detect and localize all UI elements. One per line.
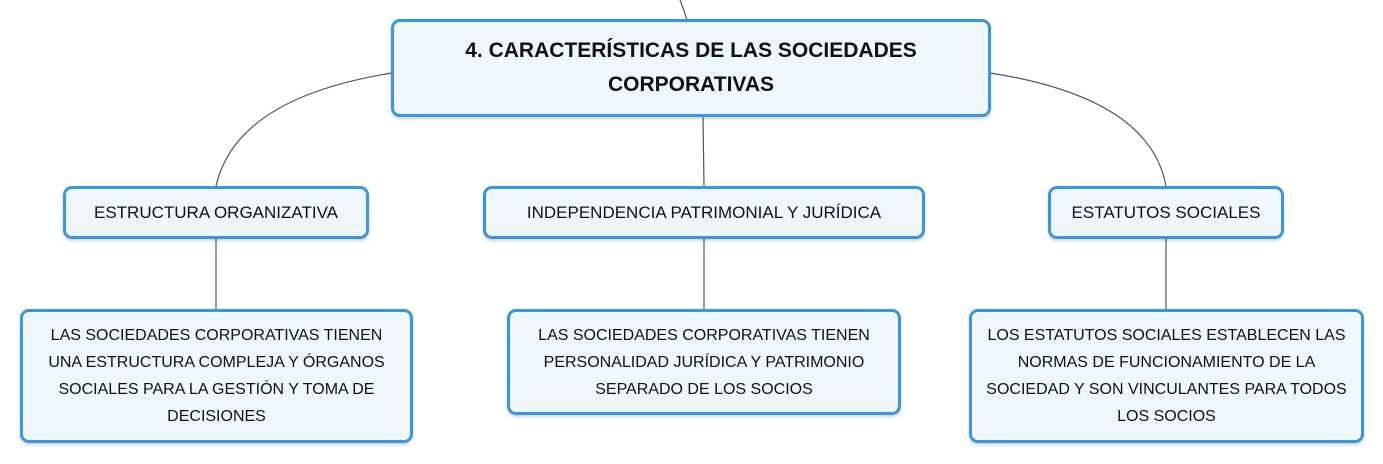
detail-line: SOCIALES PARA LA GESTIÓN Y TOMA DE: [58, 381, 375, 398]
subtopic-estatutos-sociales[interactable]: ESTATUTOS SOCIALES: [1048, 186, 1284, 239]
detail-line: SEPARADO DE LOS SOCIOS: [595, 380, 813, 398]
detail-line: LOS ESTATUTOS SOCIALES ESTABLECEN LAS: [987, 327, 1346, 344]
detail-line: LOS SOCIOS: [1117, 408, 1216, 425]
connector-root-to-independencia: [702, 116, 705, 187]
root-title-line-1: 4. CARACTERÍSTICAS DE LAS SOCIEDADES: [465, 39, 917, 62]
detail-line: UNA ESTRUCTURA COMPLEJA Y ÓRGANOS: [48, 354, 385, 371]
detail-line: NORMAS DE FUNCIONAMIENTO DE LA: [1017, 354, 1316, 371]
subtopic-label: ESTRUCTURA ORGANIZATIVA: [93, 202, 338, 222]
subtopic-independencia-patrimonial[interactable]: INDEPENDENCIA PATRIMONIAL Y JURÍDICA: [483, 186, 925, 239]
subtopic-label: ESTATUTOS SOCIALES: [1071, 202, 1261, 222]
detail-estatutos-sociales[interactable]: LOS ESTATUTOS SOCIALES ESTABLECEN LAS NO…: [969, 309, 1364, 443]
detail-line: LAS SOCIEDADES CORPORATIVAS TIENEN: [50, 327, 383, 344]
subtopic-estructura-organizativa[interactable]: ESTRUCTURA ORGANIZATIVA: [63, 186, 369, 239]
detail-line: DECISIONES: [167, 408, 266, 425]
connector-root-to-estructura: [215, 72, 393, 187]
detail-line: SOCIEDAD Y SON VINCULANTES PARA TODOS: [986, 381, 1347, 398]
detail-line: LAS SOCIEDADES CORPORATIVAS TIENEN: [538, 326, 870, 344]
detail-line: PERSONALIDAD JURÍDICA Y PATRIMONIO: [543, 353, 865, 371]
detail-estructura-organizativa[interactable]: LAS SOCIEDADES CORPORATIVAS TIENEN UNA E…: [20, 309, 413, 443]
detail-independencia-patrimonial[interactable]: LAS SOCIEDADES CORPORATIVAS TIENEN PERSO…: [507, 309, 901, 415]
connector-parent-to-root: [679, 0, 688, 21]
root-topic[interactable]: 4. CARACTERÍSTICAS DE LAS SOCIEDADES COR…: [391, 19, 991, 117]
root-title-line-2: CORPORATIVAS: [607, 73, 775, 96]
subtopic-label: INDEPENDENCIA PATRIMONIAL Y JURÍDICA: [526, 202, 882, 222]
connector-root-to-estatutos: [989, 72, 1167, 187]
